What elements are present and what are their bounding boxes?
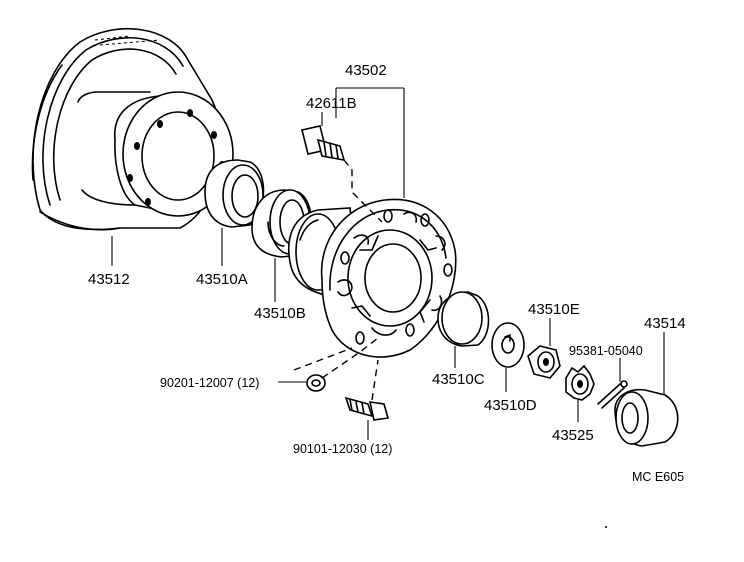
brake-disc-rotor — [31, 27, 234, 231]
thrust-washer — [491, 322, 525, 368]
label-43510c: 43510C — [432, 371, 485, 388]
cotter-pin — [597, 380, 628, 409]
label-43510b: 43510B — [254, 305, 306, 322]
small-washer — [293, 337, 379, 392]
hub-bolt — [301, 125, 383, 223]
diagram-code: MC E605 — [632, 470, 684, 484]
label-90201-12007: 90201-12007 (12) — [160, 376, 259, 390]
bearing-cup-outer — [204, 159, 265, 228]
nut-lock-cap — [565, 364, 595, 401]
grease-cap — [614, 388, 679, 447]
label-43512: 43512 — [88, 271, 130, 288]
label-43510d: 43510D — [484, 397, 537, 414]
leader-lines — [111, 87, 665, 440]
label-42611b: 42611B — [306, 95, 357, 112]
axle-hub — [288, 198, 457, 358]
label-43510e: 43510E — [528, 301, 580, 318]
label-90101-12030: 90101-12030 (12) — [293, 442, 392, 456]
hub-nut — [527, 345, 561, 379]
label-43510a: 43510A — [196, 271, 248, 288]
label-43502: 43502 — [345, 62, 387, 79]
bearing-cone-outer — [437, 291, 490, 347]
label-43514: 43514 — [644, 315, 686, 332]
flange-bolt — [344, 359, 390, 421]
label-95381-05040: 95381-05040 — [569, 344, 643, 358]
label-43525: 43525 — [552, 427, 594, 444]
speck — [605, 526, 607, 528]
